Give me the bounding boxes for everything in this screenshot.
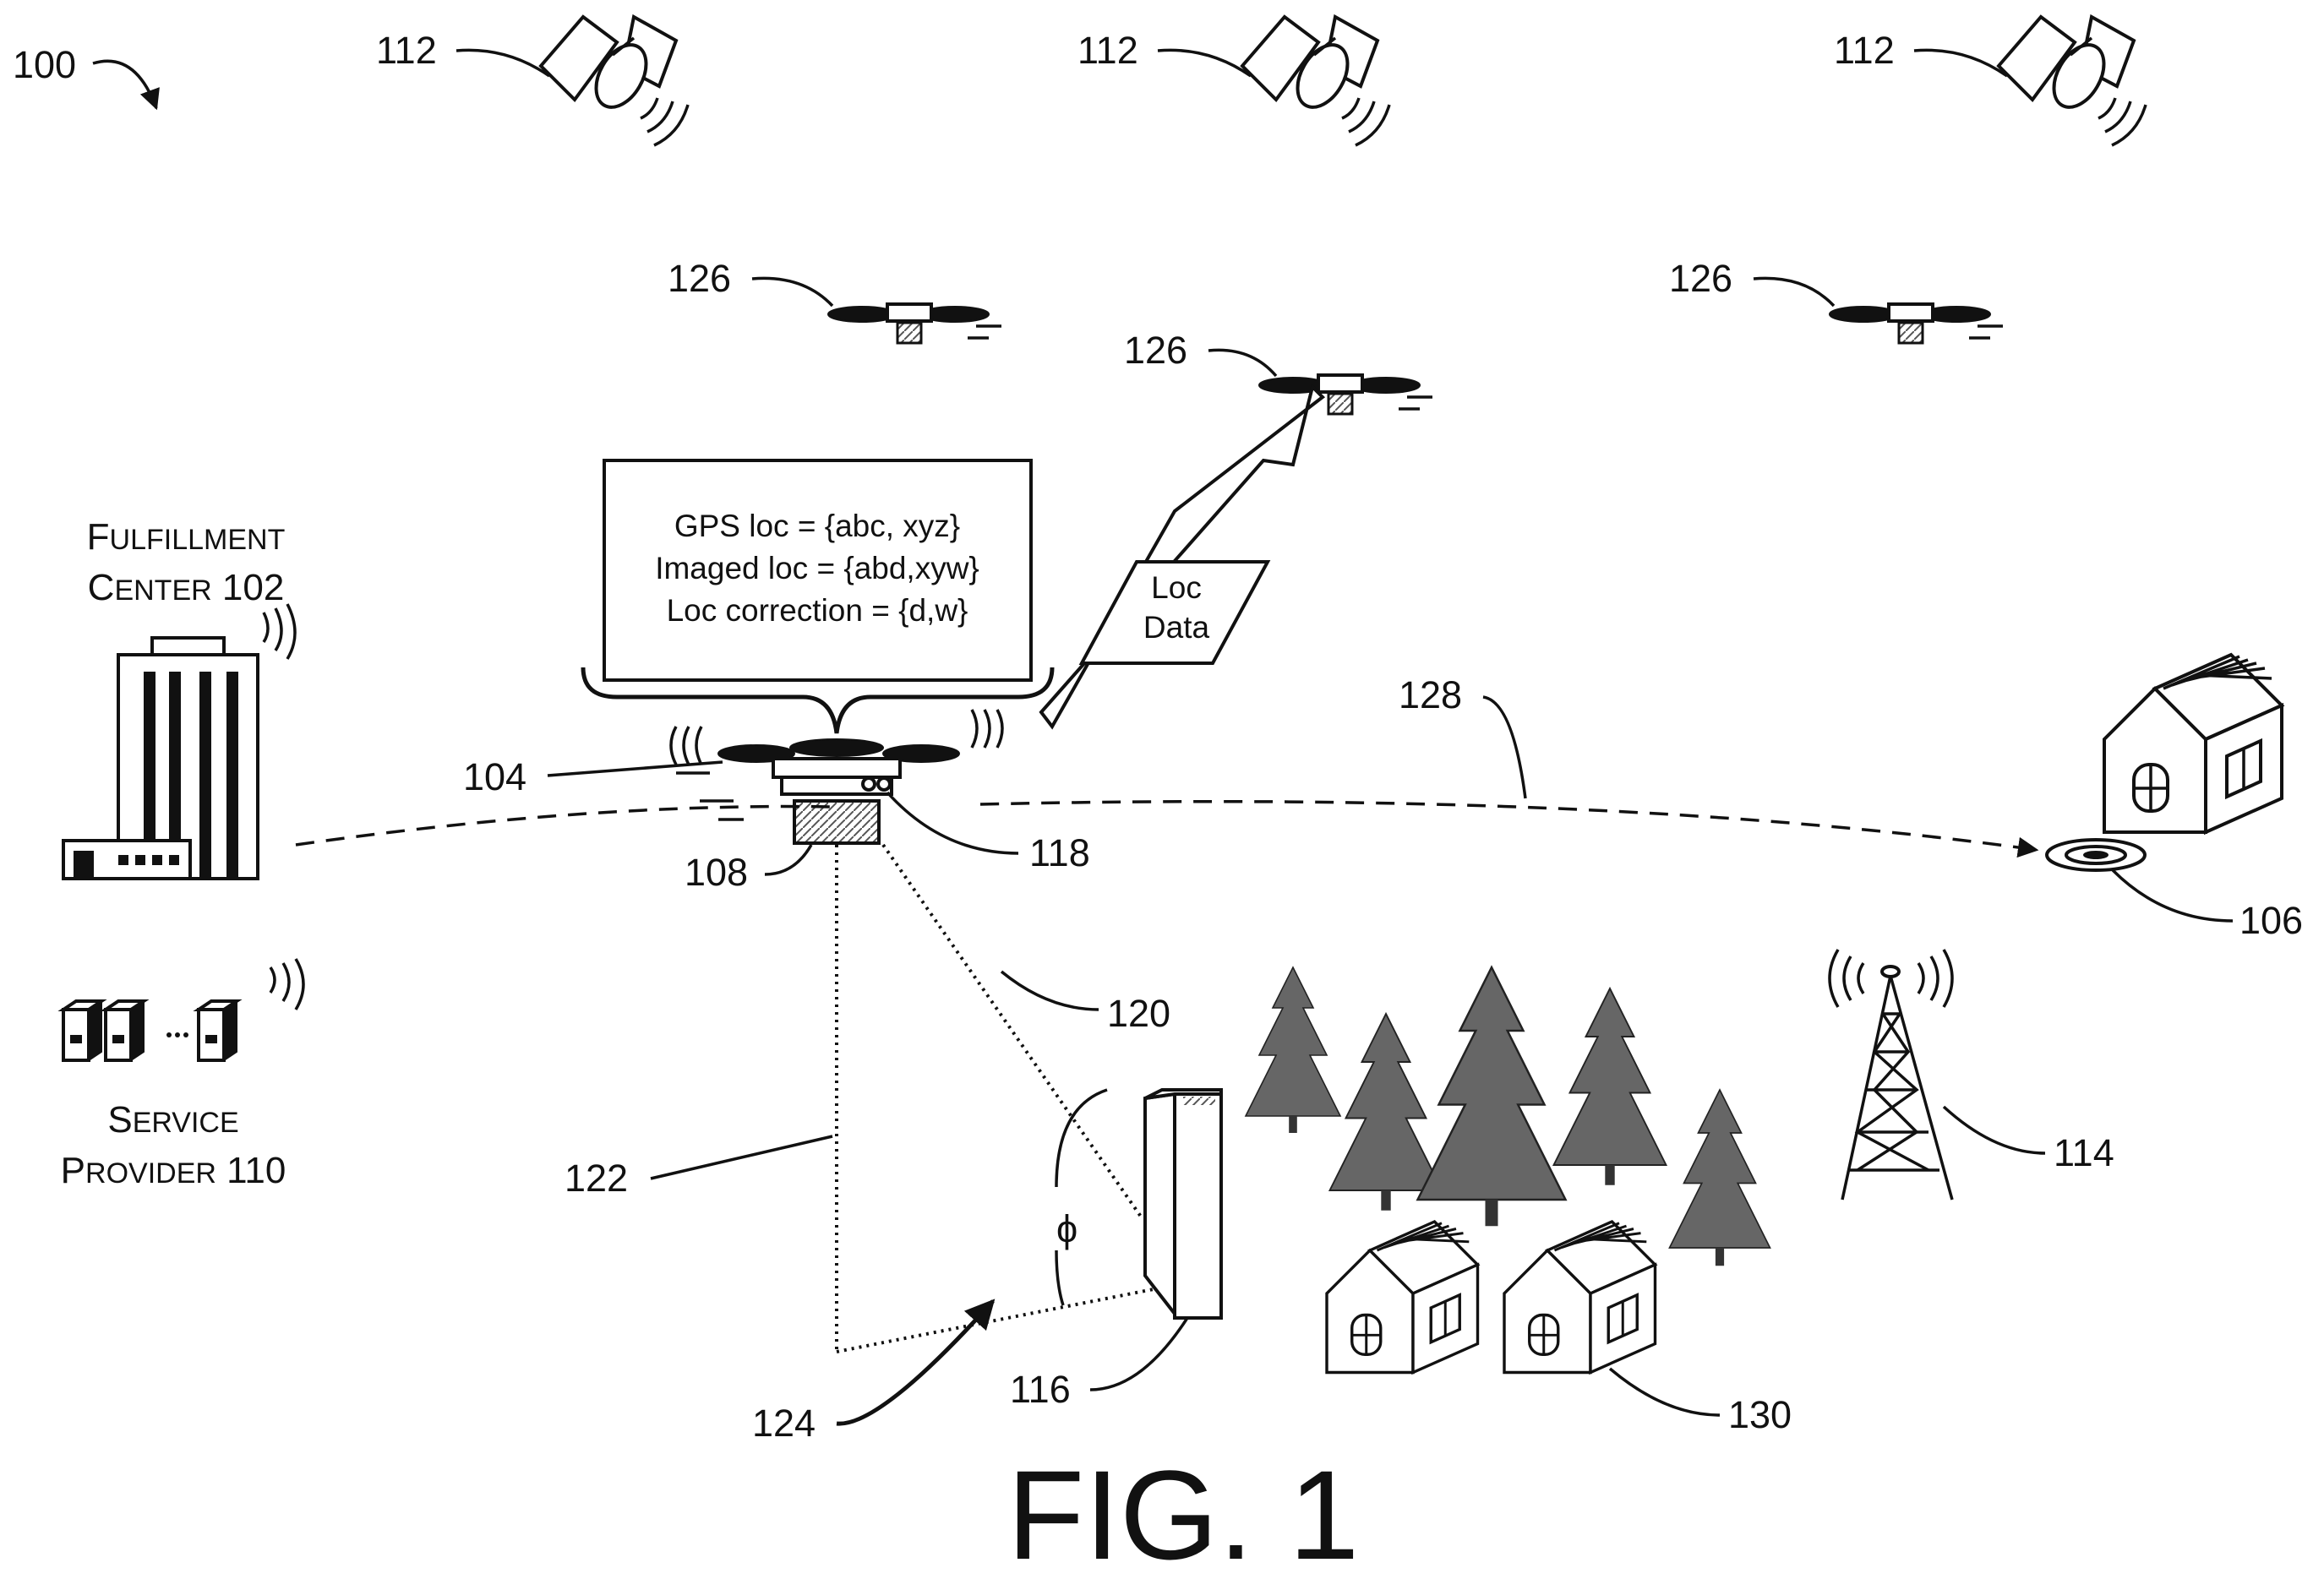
leader-sensor — [887, 792, 1018, 853]
service-provider-servers — [63, 959, 303, 1060]
service-line2: PROVIDER 110 — [61, 1150, 286, 1191]
route-right — [980, 802, 2037, 850]
label-sensor: 118 — [1029, 831, 1090, 874]
cell-tower — [1830, 950, 1952, 1200]
label-line-of-sight: 120 — [1107, 992, 1170, 1035]
leader-line-of-sight — [1001, 972, 1099, 1010]
label-houses: 130 — [1728, 1393, 1792, 1436]
angle-arc — [1056, 1090, 1107, 1187]
label-system: 100 — [13, 43, 76, 86]
leader-satellite-middle — [1158, 50, 1251, 76]
leader-relay-uav-middle — [1208, 350, 1276, 376]
relay-uav-right — [1830, 304, 2003, 343]
leader-landmark — [1090, 1318, 1187, 1390]
house-right — [1504, 1222, 1656, 1373]
landmark-pillar — [1145, 1090, 1221, 1318]
label-vertical-ref: 122 — [565, 1157, 628, 1200]
loc-data-line2: Data — [1143, 610, 1210, 645]
fulfillment-line2: CENTER 102 — [88, 567, 285, 608]
label-angle-ref: 124 — [752, 1402, 816, 1445]
loc-data-line1: Loc — [1151, 570, 1202, 605]
angle-arc-lower — [1056, 1250, 1063, 1305]
leader-tower — [1944, 1107, 2045, 1153]
label-destination: 106 — [2239, 899, 2303, 942]
leader-vertical-ref — [651, 1136, 832, 1179]
label-landmark: 116 — [1010, 1368, 1071, 1411]
leader-angle-ref — [837, 1301, 993, 1424]
fulfillment-building — [63, 604, 295, 879]
leader-relay-uav-right — [1754, 278, 1834, 306]
label-relay-uav-left: 126 — [668, 257, 731, 300]
label-camera: 108 — [685, 851, 748, 894]
label-satellite-right: 112 — [1834, 29, 1895, 72]
leader-destination — [2113, 870, 2233, 921]
leader-houses — [1610, 1369, 1720, 1415]
baseline-line — [837, 1288, 1158, 1352]
transmit-arrow — [1041, 387, 1323, 727]
trees — [1246, 967, 1770, 1266]
destination-house — [2104, 655, 2282, 832]
leader-camera — [765, 845, 811, 874]
angle-symbol: ϕ — [1056, 1207, 1077, 1250]
leader-relay-uav-left — [752, 278, 832, 306]
satellite-left — [541, 17, 688, 145]
leader-satellite-right — [1914, 50, 2007, 76]
service-line1: SERVICE — [107, 1099, 238, 1141]
leader-route — [1483, 697, 1525, 798]
figure-caption: FIG. 1 — [1007, 1444, 1360, 1579]
label-route: 128 — [1399, 673, 1462, 716]
fulfillment-line1: FULFILLMENT — [87, 516, 286, 558]
label-uav: 104 — [463, 755, 526, 798]
info-imaged: Imaged loc = {abd,xyw} — [655, 551, 979, 585]
route-left — [296, 807, 832, 845]
label-tower: 114 — [2054, 1131, 2114, 1174]
label-satellite-middle: 112 — [1077, 29, 1138, 72]
leader-satellite-left — [456, 50, 549, 76]
label-relay-uav-right: 126 — [1669, 257, 1732, 300]
relay-uav-left — [828, 304, 1001, 343]
delivery-target — [2047, 840, 2145, 870]
info-correction: Loc correction = {d,w} — [667, 593, 968, 628]
label-satellite-left: 112 — [376, 29, 437, 72]
relay-uav-middle — [1259, 375, 1432, 414]
system-arrow — [93, 61, 156, 108]
house-left — [1327, 1222, 1478, 1373]
info-gps: GPS loc = {abc, xyz} — [674, 509, 960, 543]
satellite-middle — [1242, 17, 1389, 145]
line-of-sight — [883, 845, 1141, 1217]
satellite-right — [1999, 17, 2146, 145]
label-relay-uav-middle: 126 — [1124, 329, 1187, 372]
